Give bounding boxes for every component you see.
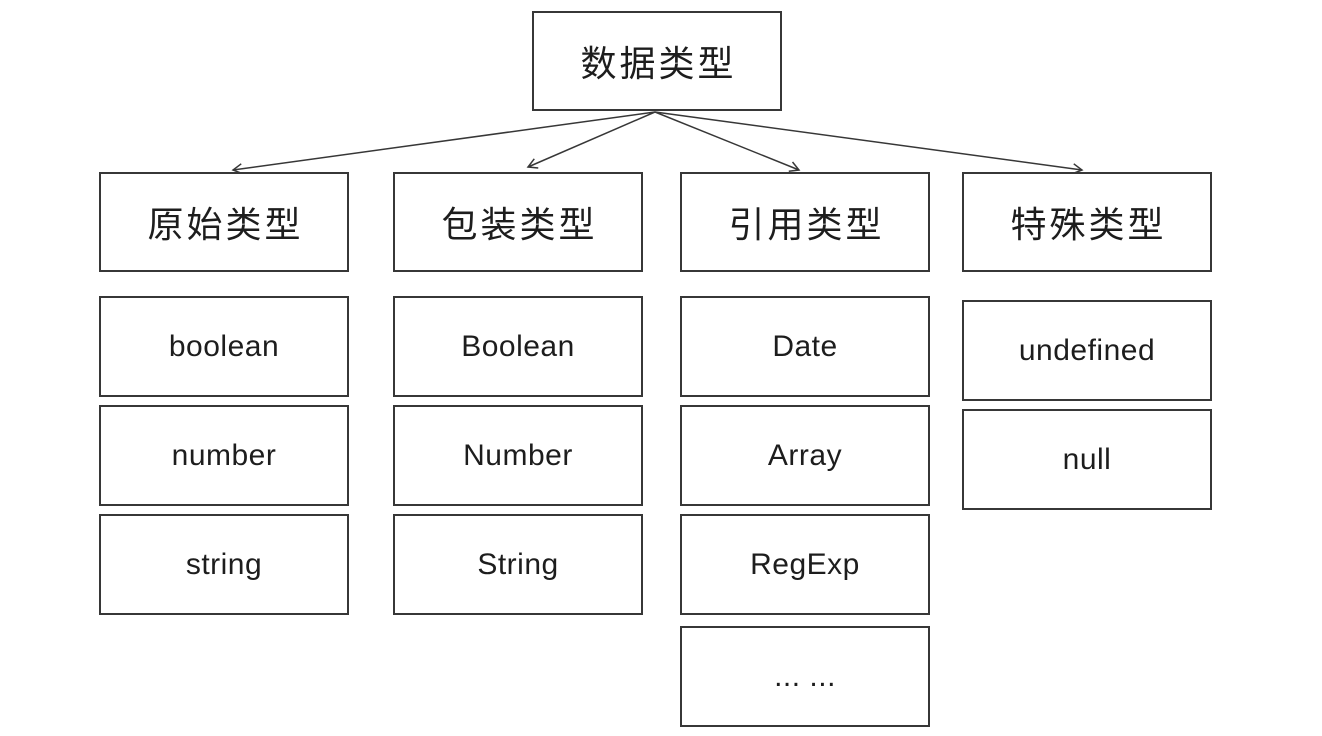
- node-header-reference-types: 引用类型: [680, 172, 930, 272]
- node-item-null: null: [962, 409, 1212, 510]
- arrow-root-to-special: [654, 111, 1084, 175]
- node-header-special-types: 特殊类型: [962, 172, 1212, 272]
- node-item-date: Date: [680, 296, 930, 397]
- node-item-string-wrapper: String: [393, 514, 643, 615]
- node-item-string: string: [99, 514, 349, 615]
- node-item-boolean-wrapper: Boolean: [393, 296, 643, 397]
- node-item-array: Array: [680, 405, 930, 506]
- node-header-wrapper-types: 包装类型: [393, 172, 643, 272]
- node-item-regexp: RegExp: [680, 514, 930, 615]
- node-item-ellipsis: ... ...: [680, 626, 930, 727]
- node-item-undefined: undefined: [962, 300, 1212, 401]
- arrow-root-to-wrapper: [526, 111, 656, 169]
- node-item-number-wrapper: Number: [393, 405, 643, 506]
- node-header-primitive-types: 原始类型: [99, 172, 349, 272]
- arrow-root-to-reference: [654, 111, 801, 173]
- node-item-number: number: [99, 405, 349, 506]
- arrow-root-to-primitive: [231, 111, 656, 175]
- node-data-types: 数据类型: [532, 11, 782, 111]
- node-item-boolean: boolean: [99, 296, 349, 397]
